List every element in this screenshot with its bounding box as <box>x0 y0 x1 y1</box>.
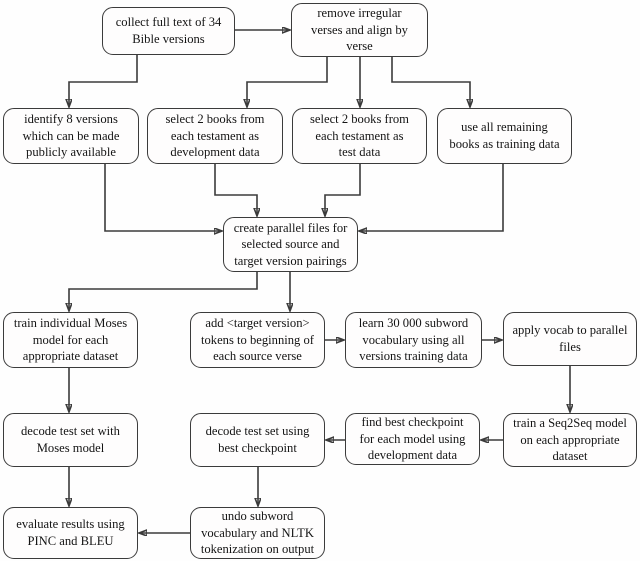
flowchart-node-find-best-checkpoint: find best checkpoint for each model usin… <box>345 413 480 465</box>
edge-use-remaining-books--create-parallel-files <box>360 164 504 231</box>
flowchart-node-train-moses: train individual Moses model for each ap… <box>3 312 138 368</box>
edge-collect-full-text--identify-8-versions <box>69 55 138 106</box>
flowchart-node-identify-8-versions: identify 8 versions which can be made pu… <box>3 108 139 164</box>
flowchart-node-decode-best-checkpoint: decode test set using best checkpoint <box>190 413 325 467</box>
flowchart-node-learn-subword-vocab: learn 30 000 subword vocabulary using al… <box>345 312 482 368</box>
flowchart-node-select-test-books: select 2 books from each testament as te… <box>292 108 427 164</box>
flowchart-node-add-target-tokens: add <target version> tokens to beginning… <box>190 312 325 368</box>
edge-create-parallel-files--train-moses <box>69 272 258 310</box>
flowchart-node-decode-moses: decode test set with Moses model <box>3 413 138 467</box>
flowchart-node-evaluate-results: evaluate results using PINC and BLEU <box>3 507 138 559</box>
flowchart-node-train-seq2seq: train a Seq2Seq model on each appropriat… <box>503 413 637 467</box>
flowchart-node-collect-full-text: collect full text of 34 Bible versions <box>102 7 235 55</box>
flowchart-node-remove-irregular: remove irregular verses and align by ver… <box>291 3 428 57</box>
flowchart-node-undo-subword: undo subword vocabulary and NLTK tokeniz… <box>190 507 325 559</box>
edge-identify-8-versions--create-parallel-files <box>104 164 221 231</box>
edge-remove-irregular--use-remaining-books <box>391 57 470 106</box>
flowchart-node-create-parallel-files: create parallel files for selected sourc… <box>223 217 358 272</box>
flowchart-node-use-remaining-books: use all remaining books as training data <box>437 108 572 164</box>
edge-remove-irregular--select-dev-books <box>247 57 328 106</box>
edge-select-test-books--create-parallel-files <box>325 164 361 215</box>
flowchart-node-apply-vocab: apply vocab to parallel files <box>503 312 637 366</box>
edge-select-dev-books--create-parallel-files <box>214 164 257 215</box>
flowchart-node-select-dev-books: select 2 books from each testament as de… <box>147 108 283 164</box>
